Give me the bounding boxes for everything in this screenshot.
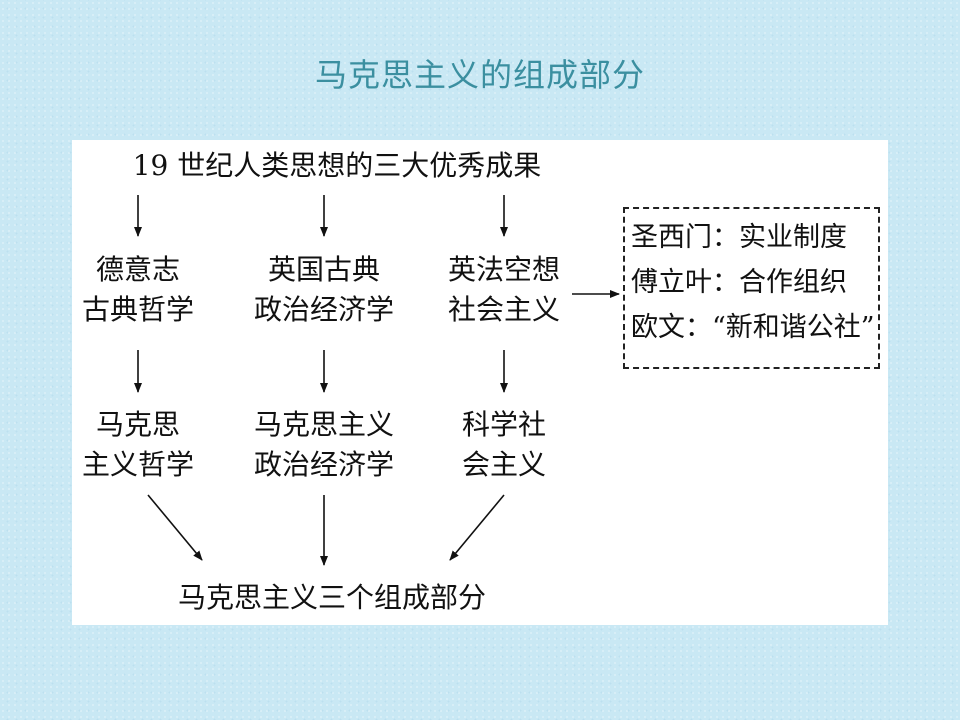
- slide-title: 马克思主义的组成部分: [314, 56, 645, 94]
- source-2-line-2: 政治经济学: [253, 293, 394, 326]
- arrow-part-1-to-bottom: [147, 494, 203, 561]
- part-node-1: 马克思 主义哲学: [78, 405, 198, 485]
- source-node-1: 德意志 古典哲学: [78, 250, 198, 330]
- utopian-item-3: 欧文：“新和谐公社”: [631, 312, 875, 343]
- source-node-2: 英国古典 政治经济学: [244, 250, 404, 330]
- source-1-line-1: 德意志: [95, 253, 180, 286]
- top-node: 19 世纪人类思想的三大优秀成果: [132, 149, 542, 182]
- part-1-line-2: 主义哲学: [81, 448, 194, 481]
- source-3-line-2: 社会主义: [447, 293, 560, 326]
- source-1-line-2: 古典哲学: [81, 293, 194, 326]
- source-3-line-1: 英法空想: [447, 253, 560, 286]
- part-3-line-1: 科学社: [461, 408, 546, 441]
- arrows-layer: [134, 195, 620, 566]
- utopian-socialists-box: 圣西门：实业制度 傅立叶：合作组织 欧文：“新和谐公社”: [623, 207, 880, 369]
- arrow-part-3-to-bottom: [449, 494, 505, 561]
- part-node-3: 科学社 会主义: [444, 405, 564, 485]
- part-3-line-2: 会主义: [461, 448, 546, 481]
- utopian-item-2: 傅立叶：合作组织: [631, 267, 847, 298]
- utopian-item-1: 圣西门：实业制度: [631, 222, 847, 253]
- source-node-3: 英法空想 社会主义: [440, 250, 568, 330]
- part-node-2: 马克思主义 政治经济学: [244, 405, 404, 485]
- part-1-line-1: 马克思: [95, 408, 180, 441]
- part-2-line-2: 政治经济学: [253, 448, 394, 481]
- source-2-line-1: 英国古典: [267, 253, 380, 286]
- bottom-node: 马克思主义三个组成部分: [177, 581, 486, 614]
- diagram-panel: 19 世纪人类思想的三大优秀成果 德意志 古典哲学 英国古典 政治经济学 英法空…: [72, 140, 888, 625]
- part-2-line-1: 马克思主义: [253, 408, 394, 441]
